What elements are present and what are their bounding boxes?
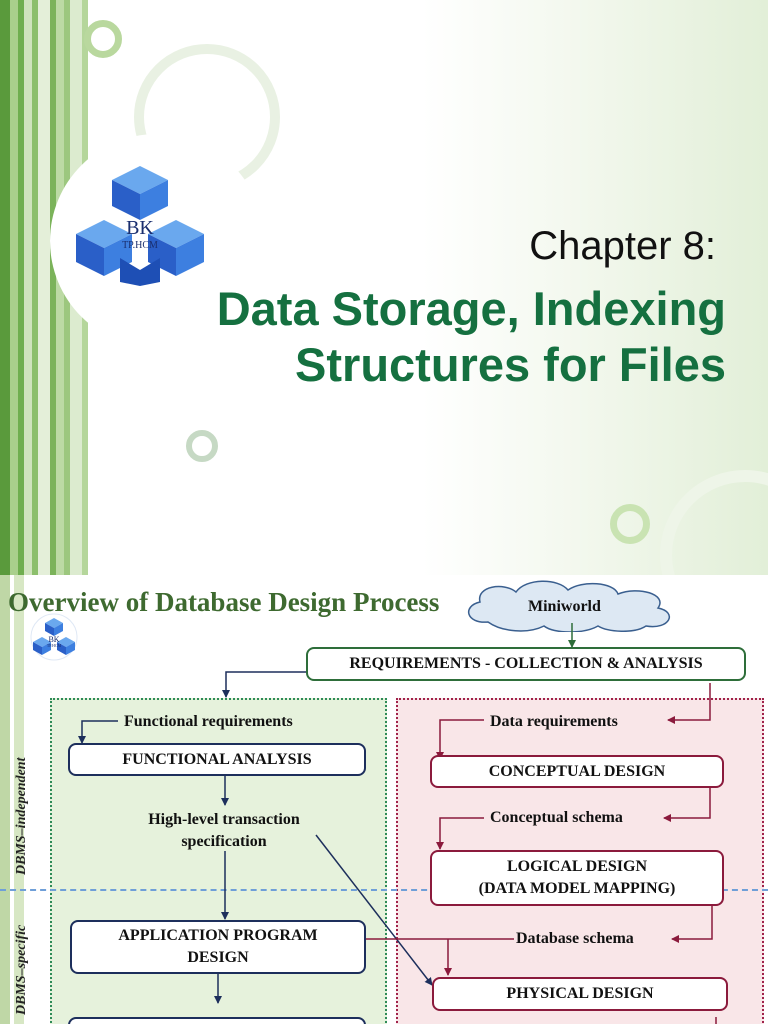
arrow-to-functional-analysis — [78, 720, 118, 744]
functional-analysis-box: FUNCTIONAL ANALYSIS — [68, 743, 366, 776]
application-program-design-box: APPLICATION PROGRAM DESIGN — [70, 920, 366, 974]
bk-logo-small-icon: BK TP.HCM — [30, 613, 78, 661]
left-stripe — [18, 0, 24, 575]
app-design-line-2: DESIGN — [187, 949, 249, 966]
high-level-line-1: High-level transaction — [148, 811, 300, 828]
title-slide: BK TP.HCM Chapter 8: Data Storage, Index… — [0, 0, 768, 575]
miniworld-cloud-icon — [468, 580, 670, 632]
requirements-box: REQUIREMENTS - COLLECTION & ANALYSIS — [306, 647, 746, 681]
logo-city-text: TP.HCM — [47, 643, 62, 648]
slide-title: Overview of Database Design Process — [8, 587, 440, 617]
arrow-highlevel-to-physical — [315, 834, 433, 986]
app-design-line-1: APPLICATION PROGRAM — [118, 927, 318, 944]
conceptual-design-box: CONCEPTUAL DESIGN — [430, 755, 724, 788]
left-stripe — [32, 0, 38, 575]
conceptual-design-label: CONCEPTUAL DESIGN — [488, 762, 666, 780]
title-line-2: Structures for Files — [295, 338, 726, 391]
bk-logo-icon: BK TP.HCM — [76, 166, 204, 286]
dbms-specific-label: DBMS–specific — [14, 924, 29, 1015]
logical-design-line-2: (DATA MODEL MAPPING) — [478, 880, 676, 897]
left-stripe — [10, 0, 18, 575]
dbms-divider-line — [0, 889, 768, 891]
logical-design-line-1: LOGICAL DESIGN — [506, 858, 648, 875]
high-level-spec-label: High-level transaction specification — [104, 809, 344, 853]
dbms-independent-label: DBMS–independent — [14, 757, 29, 875]
decorative-ring — [610, 504, 650, 544]
title-line-1: Data Storage, Indexing — [216, 282, 726, 335]
left-stripe — [50, 0, 56, 575]
logo-city-text: TP.HCM — [122, 240, 158, 251]
conceptual-schema-label: Conceptual schema — [490, 809, 623, 826]
physical-design-box: PHYSICAL DESIGN — [432, 977, 728, 1011]
data-requirements-label: Data requirements — [490, 713, 618, 730]
database-schema-label: Database schema — [516, 930, 634, 947]
miniworld-label: Miniworld — [528, 598, 601, 615]
requirements-label: REQUIREMENTS - COLLECTION & ANALYSIS — [349, 655, 703, 672]
logo-bk-text: BK — [126, 217, 154, 239]
decorative-ring — [660, 470, 768, 575]
left-stripe — [0, 0, 10, 575]
logo-bk-text: BK — [48, 635, 59, 644]
arrow-schema-to-logical — [436, 817, 484, 850]
chapter-label: Chapter 8: — [529, 224, 716, 268]
arrow-requirements-to-functional — [222, 671, 306, 698]
left-stripe — [24, 0, 32, 575]
flow-arrows — [78, 623, 717, 1024]
arrow-logical-to-dbschema — [671, 905, 713, 943]
left-stripe — [38, 0, 50, 575]
arrow-conceptual-to-schema — [663, 787, 711, 822]
decorative-ring — [84, 20, 122, 58]
functional-requirements-label: Functional requirements — [124, 713, 293, 730]
high-level-line-2: specification — [181, 833, 267, 850]
functional-analysis-label: FUNCTIONAL ANALYSIS — [122, 750, 312, 768]
next-functional-box — [68, 1017, 366, 1024]
arrow-data-req-to-conceptual — [436, 719, 484, 760]
logical-design-box: LOGICAL DESIGN (DATA MODEL MAPPING) — [430, 850, 724, 906]
physical-design-label: PHYSICAL DESIGN — [506, 985, 654, 1002]
overview-slide: Overview of Database Design Process BK T… — [0, 575, 768, 1024]
arrow-requirements-to-data-req — [667, 683, 711, 724]
decorative-ring — [186, 430, 218, 462]
